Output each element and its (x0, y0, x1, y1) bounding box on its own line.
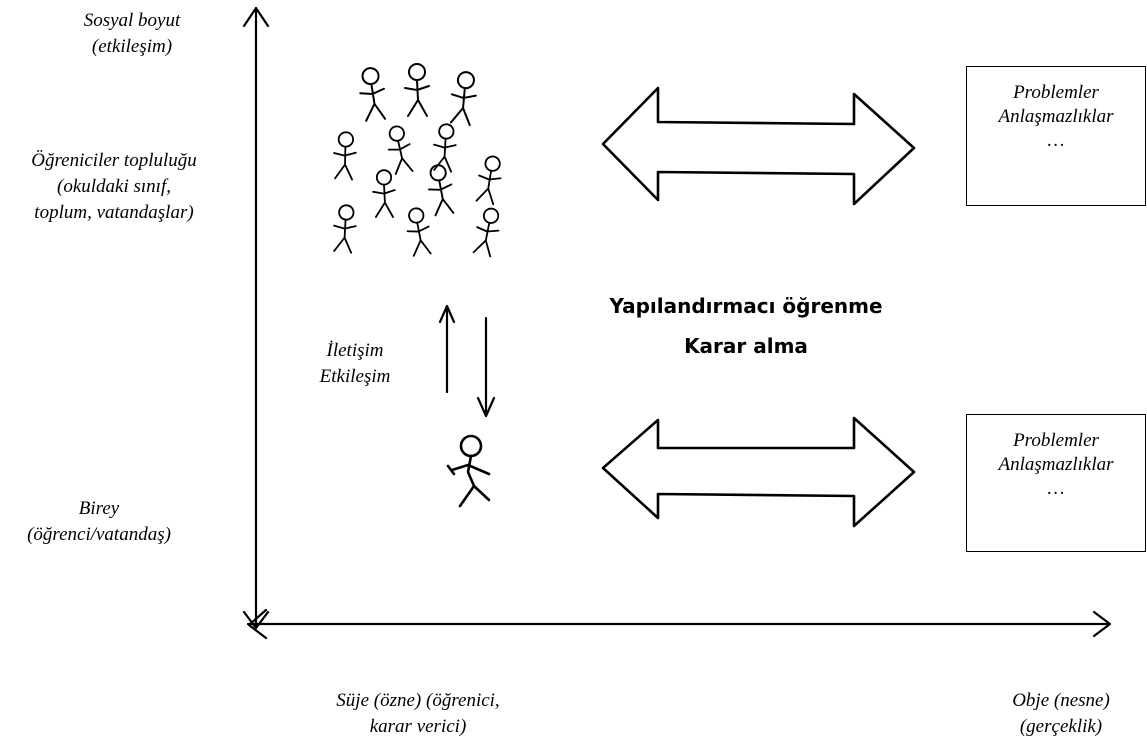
y-axis-arrowhead (242, 6, 270, 28)
x-axis-left-label-line: Süje (özne) (öğrenici, (336, 690, 500, 711)
individual-level-label: Birey (öğrenci/vatandaş) (4, 496, 194, 548)
stick-figure-icon (428, 164, 455, 217)
stick-figure-icon (359, 67, 387, 122)
x-axis-left-label-line: karar verici) (369, 716, 467, 737)
stick-figure-icon (449, 71, 477, 127)
double-arrow-icon (601, 86, 916, 206)
stick-figure-icon (404, 63, 430, 117)
x-axis-arrowhead (1092, 610, 1112, 638)
stick-figure-icon (406, 207, 432, 257)
stick-figure-icon (372, 169, 396, 218)
box-line: Anlaşmazlıklar (998, 454, 1114, 475)
origin-arrowhead-left (247, 608, 268, 640)
box-line: … (1047, 130, 1065, 151)
problems-box-bottom: Problemler Anlaşmazlıklar … (966, 414, 1146, 552)
group-level-label: Öğreniciler topluluğu (okuldaki sınıf, t… (4, 148, 224, 226)
stick-figure-icon (387, 125, 414, 175)
y-axis-title-line: (etkileşim) (91, 36, 173, 57)
x-axis-right-label: Obje (nesne) (gerçeklik) (986, 688, 1136, 740)
stick-figure-icon (433, 123, 457, 173)
x-axis-right-label-line: Obje (nesne) (1012, 690, 1110, 711)
x-axis-right-label-line: (gerçeklik) (1019, 716, 1103, 737)
box-line: … (1047, 478, 1065, 499)
box-line: Problemler (1013, 82, 1099, 103)
y-axis-title: Sosyal boyut (etkileşim) (66, 8, 198, 60)
y-axis-title-line: Sosyal boyut (83, 10, 181, 31)
stick-figure-individual-icon (446, 434, 491, 508)
center-title-line: Karar alma (684, 334, 808, 358)
double-arrow-icon (601, 416, 916, 528)
group-level-label-line: Öğreniciler topluluğu (31, 150, 197, 171)
center-title-line: Yapılandırmacı öğrenme (609, 294, 883, 318)
communication-label-line: Etkileşim (319, 366, 391, 387)
stick-figure-icon (475, 155, 502, 206)
box-line: Problemler (1013, 430, 1099, 451)
group-level-label-line: toplum, vatandaşlar) (34, 202, 194, 223)
communication-label-line: İletişim (326, 340, 384, 361)
communication-label: İletişim Etkileşim (300, 338, 410, 390)
stick-figure-icon (333, 204, 357, 254)
center-title: Yapılandırmacı öğrenme Karar alma (576, 286, 916, 366)
x-axis-left-label: Süje (özne) (öğrenici, karar verici) (300, 688, 536, 740)
stick-figure-icon (472, 207, 500, 258)
group-level-label-line: (okuldaki sınıf, (57, 176, 171, 197)
origin-arrowhead-down (242, 610, 270, 630)
stick-figure-icon (333, 131, 357, 181)
individual-level-label-line: Birey (78, 498, 120, 519)
individual-level-label-line: (öğrenci/vatandaş) (27, 524, 171, 545)
stick-figure-group-icon (333, 63, 502, 258)
problems-box-top: Problemler Anlaşmazlıklar … (966, 66, 1146, 206)
box-line: Anlaşmazlıklar (998, 106, 1114, 127)
